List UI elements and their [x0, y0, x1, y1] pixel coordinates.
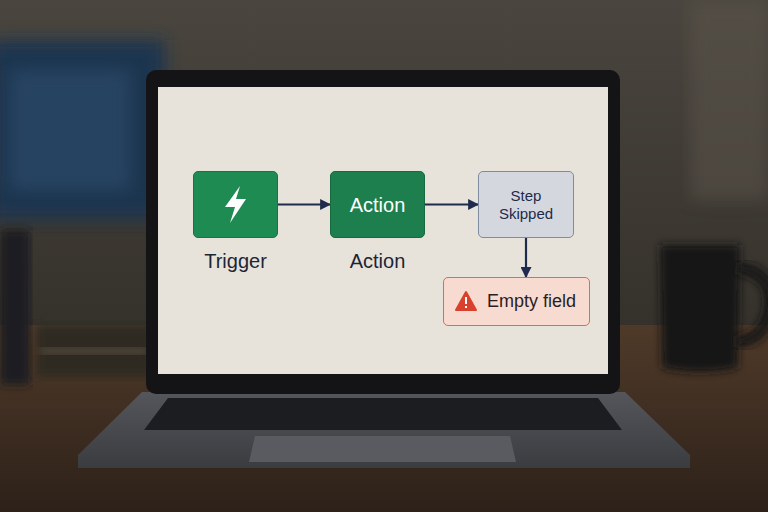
error-box: Empty field: [443, 277, 590, 326]
warning-mark: [465, 297, 467, 304]
flow-arrow: [425, 203, 478, 205]
book-pages: [40, 348, 148, 354]
warning-dot: [465, 306, 467, 308]
trigger-box: Trigger: [193, 171, 278, 238]
node-label: Step Skipped: [487, 187, 565, 223]
node-label: Empty field: [487, 291, 576, 313]
laptop-lid: [146, 70, 620, 394]
warning-icon: [456, 292, 476, 310]
monitor-glow: [10, 70, 130, 190]
trackpad: [249, 436, 516, 462]
flow-arrow: [278, 203, 330, 205]
action-box: ActionAction: [330, 171, 425, 238]
node-label: Action: [350, 193, 406, 217]
screen: [158, 87, 608, 374]
blurred-window: [690, 0, 768, 200]
laptop-base: [78, 392, 690, 468]
keyboard: [144, 398, 622, 430]
blurred-monitor: [0, 40, 165, 220]
node-heading: Trigger: [204, 249, 267, 273]
mug: [660, 245, 740, 372]
book: [36, 325, 154, 377]
pencil-cup: [0, 230, 30, 385]
flow-arrow: [525, 238, 527, 277]
node-heading: Action: [350, 249, 406, 273]
lightning-icon: [225, 186, 246, 223]
skipped-box: Step Skipped: [478, 171, 574, 238]
mug-handle: [736, 268, 768, 342]
